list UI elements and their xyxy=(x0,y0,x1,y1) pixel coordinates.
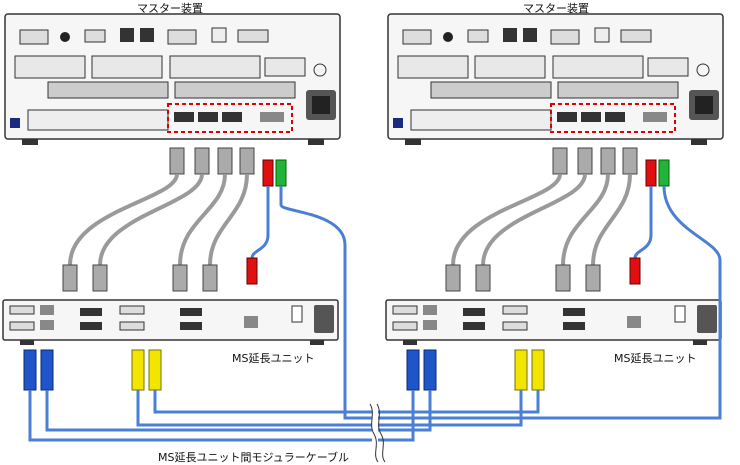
red-plug-unit-left xyxy=(246,257,258,285)
red-plug-master-right xyxy=(645,159,657,187)
ms-extension-unit-right xyxy=(385,299,722,345)
hdmi-cables-left xyxy=(68,173,249,266)
master-device-left xyxy=(4,13,341,145)
red-plug-master-left xyxy=(262,159,274,187)
master-device-right xyxy=(387,13,724,145)
ms-extension-unit-left xyxy=(2,299,339,345)
left-system xyxy=(2,13,341,391)
hdmi-plugs-master-right xyxy=(552,147,638,175)
hdmi-cables-right xyxy=(451,173,632,266)
green-plug-master-left xyxy=(275,159,287,187)
red-cable-right xyxy=(633,186,653,259)
lan-plugs-left xyxy=(23,349,162,391)
master-device-left-label: マスター装置 xyxy=(137,2,203,15)
ms-extension-unit-right-label: MS延長ユニット xyxy=(614,352,697,365)
inter-unit-lan-cables xyxy=(28,185,722,442)
master-device-right-label: マスター装置 xyxy=(523,2,589,15)
inter-unit-cable-label: MS延長ユニット間モジュラーケーブル xyxy=(158,451,350,464)
red-cable-left xyxy=(250,186,270,259)
hdmi-plugs-unit-left xyxy=(62,264,218,292)
hdmi-plugs-unit-right xyxy=(445,264,601,292)
hdmi-plugs-master-left xyxy=(169,147,255,175)
lan-plugs-right xyxy=(406,349,545,391)
cable-break-mark xyxy=(369,403,386,463)
ms-extension-unit-left-label: MS延長ユニット xyxy=(232,352,315,365)
right-system xyxy=(385,13,724,391)
red-plug-unit-right xyxy=(629,257,641,285)
green-plug-master-right xyxy=(658,159,670,187)
